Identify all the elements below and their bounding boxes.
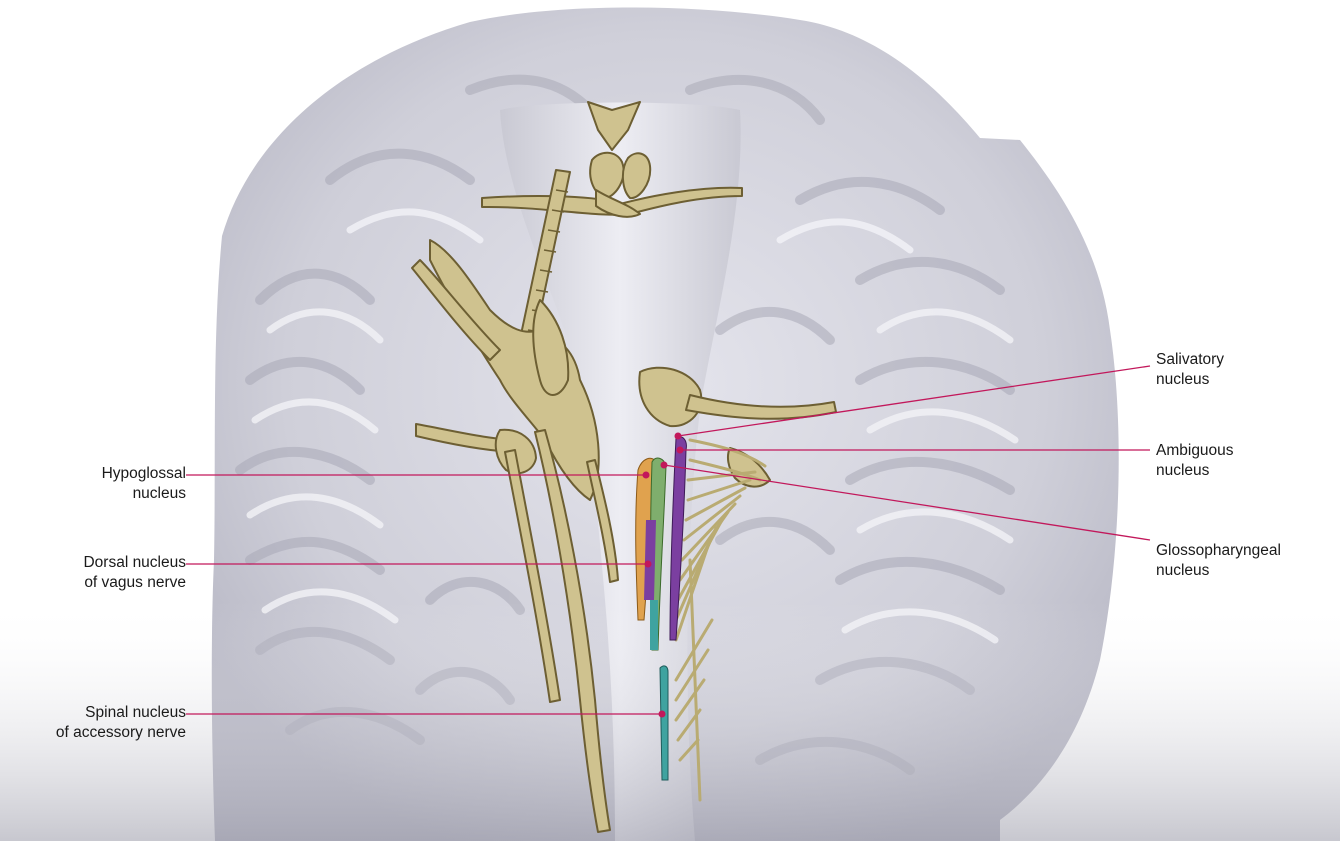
label-hypoglossal-line1: Hypoglossal — [102, 464, 186, 484]
dot-glossopharyngeal — [661, 462, 668, 469]
label-ambiguous-line1: Ambiguous — [1156, 441, 1234, 461]
dot-spinal-accessory — [659, 711, 666, 718]
label-ambiguous-line2: nucleus — [1156, 461, 1234, 481]
dot-salivatory — [675, 433, 682, 440]
label-spinal-accessory: Spinal nucleus of accessory nerve — [56, 703, 186, 743]
dot-hypoglossal — [643, 472, 650, 479]
label-salivatory: Salivatory nucleus — [1156, 350, 1224, 390]
label-hypoglossal-line2: nucleus — [102, 484, 186, 504]
label-salivatory-line1: Salivatory — [1156, 350, 1224, 370]
label-dorsal-vagus-line1: Dorsal nucleus — [83, 553, 186, 573]
label-spinal-accessory-line2: of accessory nerve — [56, 723, 186, 743]
dot-ambiguous — [677, 447, 684, 454]
label-glossopharyngeal: Glossopharyngeal nucleus — [1156, 541, 1281, 581]
dot-dorsal-vagus — [645, 561, 652, 568]
label-glossopharyngeal-line1: Glossopharyngeal — [1156, 541, 1281, 561]
label-salivatory-line2: nucleus — [1156, 370, 1224, 390]
label-spinal-accessory-line1: Spinal nucleus — [56, 703, 186, 723]
spinal-accessory-nucleus-shape — [660, 666, 668, 780]
label-glossopharyngeal-line2: nucleus — [1156, 561, 1281, 581]
label-dorsal-vagus-line2: of vagus nerve — [83, 573, 186, 593]
label-ambiguous: Ambiguous nucleus — [1156, 441, 1234, 481]
label-dorsal-vagus: Dorsal nucleus of vagus nerve — [83, 553, 186, 593]
dorsal-vagus-purple-segment — [644, 520, 656, 600]
label-hypoglossal: Hypoglossal nucleus — [102, 464, 186, 504]
dorsal-vagus-teal-segment — [650, 600, 658, 650]
